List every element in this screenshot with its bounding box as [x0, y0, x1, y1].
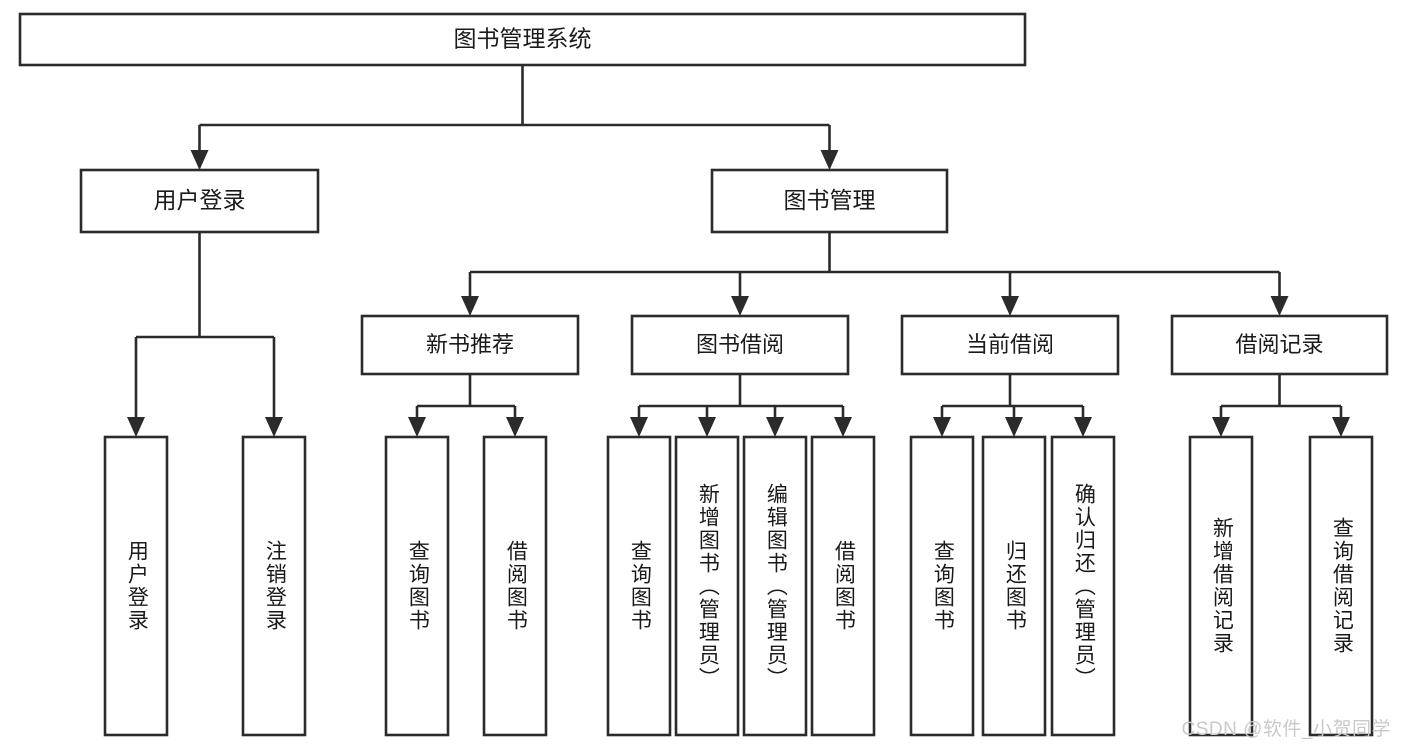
node-borrow-records[interactable]: 借阅记录	[1170, 314, 1389, 376]
arrow-head-book-management-3	[1270, 296, 1289, 316]
arrow-head-l3-2-0	[933, 417, 951, 437]
arrow-head-root-1	[820, 150, 839, 170]
node-label-user-login: 用户登录	[154, 187, 246, 213]
arrow-head-root-0	[190, 150, 209, 170]
node-new-book-recommend[interactable]: 新书推荐	[360, 314, 580, 376]
node-label-new-book-recommend: 新书推荐	[426, 332, 514, 357]
arrow-head-user-login-1	[265, 417, 283, 437]
node-label-book-management: 图书管理	[784, 187, 876, 213]
node-box-root	[18, 12, 1027, 67]
node-borrow-borrow-book[interactable]	[810, 435, 876, 737]
node-box-borrow-edit-book	[742, 435, 808, 737]
node-root[interactable]: 图书管理系统	[18, 12, 1027, 67]
node-book-management[interactable]: 图书管理	[710, 168, 949, 234]
node-label-book-borrow: 图书借阅	[696, 332, 784, 357]
arrow-head-l3-1-0	[630, 417, 648, 437]
arrow-head-l3-1-1	[698, 417, 716, 437]
arrow-head-l3-3-0	[1212, 417, 1230, 437]
node-recommend-query-book[interactable]	[384, 435, 450, 737]
edges-layer	[127, 65, 1350, 437]
node-box-current-confirm-return	[1050, 435, 1116, 737]
node-borrow-query-book[interactable]	[606, 435, 672, 737]
node-box-records-query	[1308, 435, 1374, 737]
arrow-head-user-login-0	[127, 417, 145, 437]
arrow-head-l3-0-0	[408, 417, 426, 437]
node-borrow-add-book[interactable]	[674, 435, 740, 737]
arrow-head-l3-1-3	[834, 417, 852, 437]
node-box-recommend-query-book	[384, 435, 450, 737]
node-current-return-book[interactable]	[981, 435, 1047, 737]
arrow-head-l3-2-1	[1005, 417, 1023, 437]
node-book-borrow[interactable]: 图书借阅	[630, 314, 850, 376]
arrow-head-l3-2-2	[1074, 417, 1092, 437]
node-records-add[interactable]	[1188, 435, 1254, 737]
node-box-recommend-borrow-book	[482, 435, 548, 737]
node-borrow-edit-book[interactable]	[742, 435, 808, 737]
node-user-login-do[interactable]	[103, 435, 169, 737]
arrow-head-l3-0-1	[506, 417, 524, 437]
node-box-current-borrow	[900, 314, 1120, 376]
arrow-head-l3-3-1	[1332, 417, 1350, 437]
node-box-user-logout	[241, 435, 307, 737]
node-current-query-book[interactable]	[909, 435, 975, 737]
node-current-borrow[interactable]: 当前借阅	[900, 314, 1120, 376]
arrow-head-l3-1-2	[766, 417, 784, 437]
arrow-head-book-management-1	[731, 296, 749, 316]
node-label-root: 图书管理系统	[454, 26, 592, 52]
node-box-user-login-do	[103, 435, 169, 737]
node-user-login[interactable]: 用户登录	[79, 168, 320, 234]
node-box-borrow-query-book	[606, 435, 672, 737]
node-box-current-return-book	[981, 435, 1047, 737]
node-current-confirm-return[interactable]	[1050, 435, 1116, 737]
node-user-logout[interactable]	[241, 435, 307, 737]
node-records-query[interactable]	[1308, 435, 1374, 737]
node-box-records-add	[1188, 435, 1254, 737]
node-box-book-management	[710, 168, 949, 234]
node-box-current-query-book	[909, 435, 975, 737]
node-label-current-borrow: 当前借阅	[966, 332, 1054, 357]
node-box-new-book-recommend	[360, 314, 580, 376]
node-recommend-borrow-book[interactable]	[482, 435, 548, 737]
node-box-borrow-records	[1170, 314, 1389, 376]
node-box-borrow-borrow-book	[810, 435, 876, 737]
node-box-borrow-add-book	[674, 435, 740, 737]
node-box-user-login	[79, 168, 320, 234]
node-label-borrow-records: 借阅记录	[1235, 332, 1323, 357]
node-box-book-borrow	[630, 314, 850, 376]
arrow-head-book-management-2	[1001, 296, 1019, 316]
arrow-head-book-management-0	[461, 296, 479, 316]
